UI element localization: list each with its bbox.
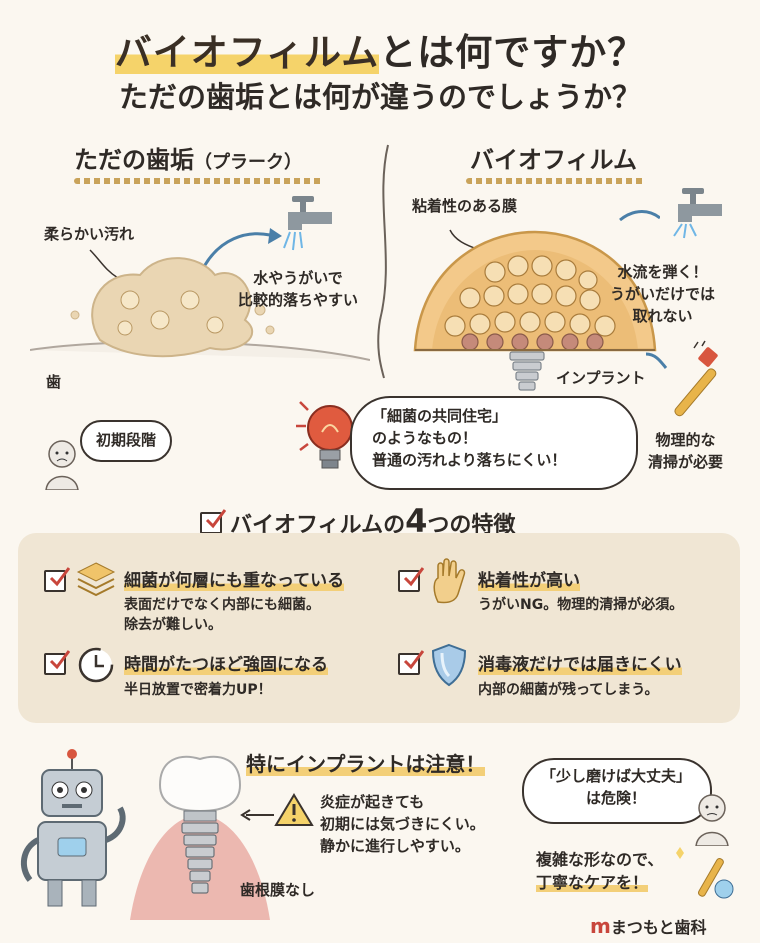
idea-bubble (350, 396, 638, 490)
feature-3-title: 時間がたつほど強固になる (124, 655, 328, 675)
implant-heading: 特にインプラントは注意！ (246, 752, 486, 776)
logo-mark-icon: m (590, 914, 611, 938)
faucet-splash-icon (673, 188, 722, 239)
section-divider (377, 144, 389, 379)
label-water-repels: 水流を弾く！うがいだけでは取れない (610, 263, 716, 325)
title-rest: とは何ですか？ (379, 31, 646, 74)
feature-4-check-icon (398, 650, 424, 675)
lightbulb-icon (296, 401, 353, 469)
biofilm-heading-underline (466, 178, 646, 184)
feature-2-desc: うがいNG。物理的清掃が必須。 (478, 597, 684, 613)
danger-bubble-text: 「少し磨けば大丈夫」は危険！ (540, 767, 691, 807)
shield-icon (431, 643, 467, 687)
clinic-logo: mまつもと歯科 (590, 914, 707, 938)
label-physical-cleaning: 物理的な清掃が必要 (648, 431, 724, 471)
worried-person-icon (45, 440, 79, 490)
layers-icon (76, 562, 116, 597)
feature-1-desc: 表面だけでなく内部にも細菌。除去が難しい。 (124, 597, 320, 634)
biofilm-heading: バイオフィルム (470, 146, 638, 174)
brush-and-floss-icon (676, 847, 734, 899)
sticky-hand-icon (433, 558, 466, 604)
implant-warning-text: 炎症が起きても初期には気づきにくい。静かに進行しやすい。 (320, 793, 485, 855)
page-title: バイオフィルムとは何ですか？ (0, 22, 760, 76)
warning-icon (274, 793, 314, 826)
biofilm-dome-illustration (413, 210, 660, 391)
label-soft-dirt: 柔らかい汚れ (44, 225, 135, 243)
page-subtitle: ただの歯垢とは何が違うのでしょうか？ (118, 80, 641, 114)
label-sticky-membrane: 粘着性のある膜 (412, 197, 518, 215)
label-no-ligament: 歯根膜なし (240, 881, 316, 899)
care-text: 複雑な形なので、 丁寧なケアを！ (536, 850, 664, 893)
idea-bubble-text: 「細菌の共同住宅」 のようなもの！ 普通の汚れより落ちにくい！ (372, 407, 567, 469)
label-tooth: 歯 (46, 373, 62, 391)
implant-diagram (130, 755, 270, 920)
title-highlight: バイオフィルム (114, 31, 380, 74)
feature-1-title: 細菌が何層にも重なっている (124, 571, 345, 591)
danger-bubble (522, 758, 712, 824)
robot-icon (20, 749, 126, 907)
clinic-name: まつもと歯科 (610, 918, 707, 937)
stage-bubble: 初期段階 (80, 420, 173, 462)
faucet-icon (283, 196, 332, 251)
feature-2-title: 粘着性が高い (478, 571, 580, 591)
feature-2-check-icon (398, 567, 424, 592)
features-panel (18, 533, 740, 723)
label-implant: インプラント (556, 369, 646, 387)
clock-icon (78, 647, 114, 683)
feature-4-desc: 内部の細菌が残ってしまう。 (478, 682, 659, 698)
plaque-heading: ただの歯垢（プラーク） (74, 146, 302, 174)
label-water-removable: 水やうがいで比較的落ちやすい (238, 269, 359, 309)
feature-1-check-icon (44, 567, 70, 592)
feature-4-title: 消毒液だけでは届きにくい (478, 655, 682, 675)
arrow-icon (240, 809, 274, 821)
toothbrush-icon (645, 340, 718, 417)
heading-check-icon (200, 509, 226, 534)
feature-3-check-icon (44, 650, 70, 675)
feature-3-desc: 半日放置で密着力UP！ (124, 682, 272, 698)
plaque-heading-underline (74, 178, 324, 184)
thinking-person-icon (695, 794, 729, 846)
plaque-illustration (30, 228, 370, 361)
